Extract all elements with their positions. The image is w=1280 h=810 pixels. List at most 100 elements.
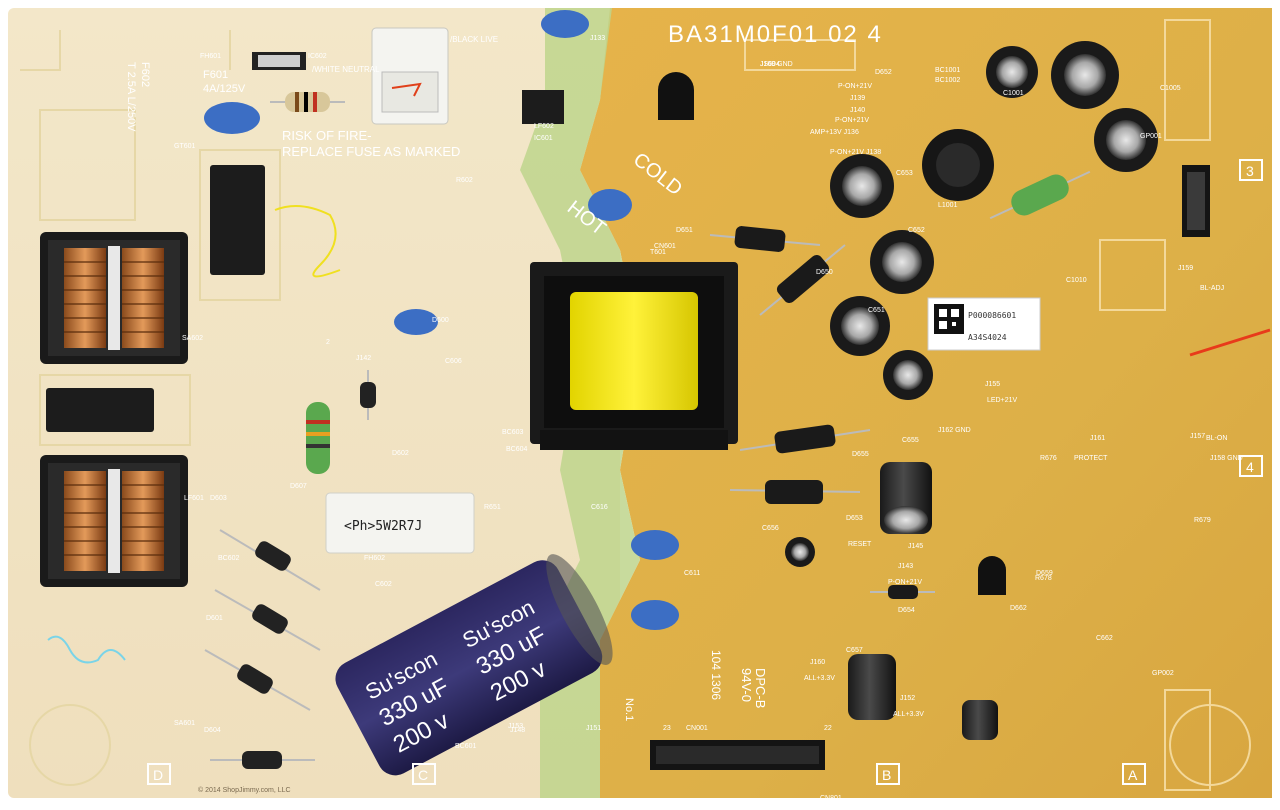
silk-label: D601 <box>206 615 223 622</box>
transformer-t601 <box>530 262 738 450</box>
silk-label: T601 <box>650 249 666 256</box>
fuse-f602-name: F602 <box>139 62 151 87</box>
white-neutral-label: /WHITE NEUTRAL <box>312 65 380 74</box>
silk-label: GP001 <box>1140 133 1162 140</box>
silk-label: D602 <box>392 450 409 457</box>
ac-input-connector <box>371 27 449 125</box>
resistor-green <box>306 402 330 474</box>
optocoupler-ic <box>522 90 564 124</box>
silk-label: J160 <box>810 659 825 666</box>
silk-label: D600 <box>432 317 449 324</box>
silk-label: J158 GND <box>1210 455 1243 462</box>
silk-label: BC603 <box>502 429 524 436</box>
resistor-small <box>270 92 345 112</box>
silk-label: D662 <box>1010 605 1027 612</box>
silk-label: LF602 <box>534 123 554 130</box>
fuse-warning-line-1: RISK OF FIRE- <box>282 128 372 143</box>
diode-d602 <box>210 751 315 769</box>
silk-label: C662 <box>1096 635 1113 642</box>
red-marker-mark <box>1189 328 1271 357</box>
silk-label: LED+21V <box>987 397 1017 404</box>
silk-label: D652 <box>875 69 892 76</box>
y-capacitor-2 <box>394 309 438 335</box>
cap-c657 <box>848 654 896 720</box>
silk-label: BL-ON <box>1206 435 1227 442</box>
silk-label: CN001 <box>686 725 708 732</box>
silk-label: D604 <box>204 727 221 734</box>
silk-label: J152 <box>900 695 915 702</box>
svg-text:A: A <box>1128 767 1138 783</box>
silk-label: SA602 <box>182 335 203 342</box>
corner-3: 3 <box>1239 159 1263 181</box>
cap-c1005 <box>1051 41 1119 109</box>
fuse-f601-rating: 4A/125V <box>203 83 246 95</box>
blue-marker-mark <box>47 635 126 664</box>
silk-label: 23 <box>663 725 671 732</box>
silk-label: C1005 <box>1160 85 1181 92</box>
silk-label: J133 <box>590 35 605 42</box>
silk-label: P-ON+21V <box>835 117 869 124</box>
dpc-line-1: DPC-B <box>753 668 768 708</box>
sticker-line-2: A34S4024 <box>968 333 1007 342</box>
cap-small <box>883 350 933 400</box>
silk-label: C1001 <box>1003 90 1024 97</box>
svg-text:4: 4 <box>1246 459 1254 475</box>
silk-label: J162 GND <box>938 427 971 434</box>
silk-label: IC602 <box>308 53 327 60</box>
silk-label: SA601 <box>174 720 195 727</box>
y-capacitor-5 <box>631 530 679 560</box>
svg-text:3: 3 <box>1246 163 1254 179</box>
y-capacitor-1 <box>204 102 260 134</box>
cap-c651 <box>830 296 890 356</box>
transistor-2 <box>978 556 1006 595</box>
silk-label: D650 <box>816 269 833 276</box>
cap-c652 <box>870 230 934 294</box>
silk-label: BC1001 <box>935 67 960 74</box>
svg-text:B: B <box>882 767 891 783</box>
silk-label: PROTECT <box>1074 455 1108 462</box>
silk-label: J151 <box>586 725 601 732</box>
silk-label: D659 <box>1036 570 1053 577</box>
silk-label: BC604 <box>506 446 528 453</box>
svg-text:C: C <box>418 767 428 783</box>
inductor-l1001 <box>922 129 994 201</box>
silk-label: J157 <box>1190 433 1205 440</box>
corner-a: A <box>1122 763 1146 785</box>
diode-d651 <box>709 226 821 252</box>
silk-label: C611 <box>684 570 700 577</box>
diode-d604 <box>204 649 311 711</box>
cap-c1006 <box>1094 108 1158 172</box>
silk-label: J169 GND <box>760 61 793 68</box>
fuse-warning-line-2: REPLACE FUSE AS MARKED <box>282 144 460 159</box>
diode-d650 <box>759 244 846 316</box>
black-live-label: /BLACK LIVE <box>450 35 498 44</box>
silk-label: J159 <box>1178 265 1193 272</box>
diode-d601 <box>219 529 321 591</box>
silk-label: J143 <box>898 563 913 570</box>
sticker-line-1: P000086601 <box>968 311 1016 320</box>
silk-label: C651 <box>868 307 885 314</box>
silk-label: R602 <box>456 177 473 184</box>
silk-label: D653 <box>846 515 863 522</box>
silk-label: ALL+3.3V <box>804 675 835 682</box>
silk-label: D654 <box>898 607 915 614</box>
transistor-1 <box>658 72 694 120</box>
fuse-f601-name: F601 <box>203 69 228 81</box>
silk-label: J140 <box>850 107 865 114</box>
corner-b: B <box>876 763 900 785</box>
no1-label: No.1 <box>623 698 635 721</box>
line-filter-choke-2 <box>40 455 188 587</box>
silk-label: R676 <box>1040 455 1057 462</box>
pcb-cold-side <box>580 8 1272 798</box>
corner-4: 4 <box>1239 455 1263 477</box>
silk-label: BC601 <box>455 743 477 750</box>
diode-d654 <box>870 585 935 599</box>
silkscreen-labels: J169 GNDP-ON+21VJ139J140P-ON+21VAMP+13V … <box>174 35 1243 802</box>
silk-label: J145 <box>908 543 923 550</box>
silk-label: J139 <box>850 95 865 102</box>
silk-label: LF601 <box>184 495 204 502</box>
silk-label: BL-ADJ <box>1200 285 1224 292</box>
silk-label: D607 <box>290 483 307 490</box>
diode-d603 <box>214 589 321 651</box>
silk-label: P-ON+21V <box>888 579 922 586</box>
